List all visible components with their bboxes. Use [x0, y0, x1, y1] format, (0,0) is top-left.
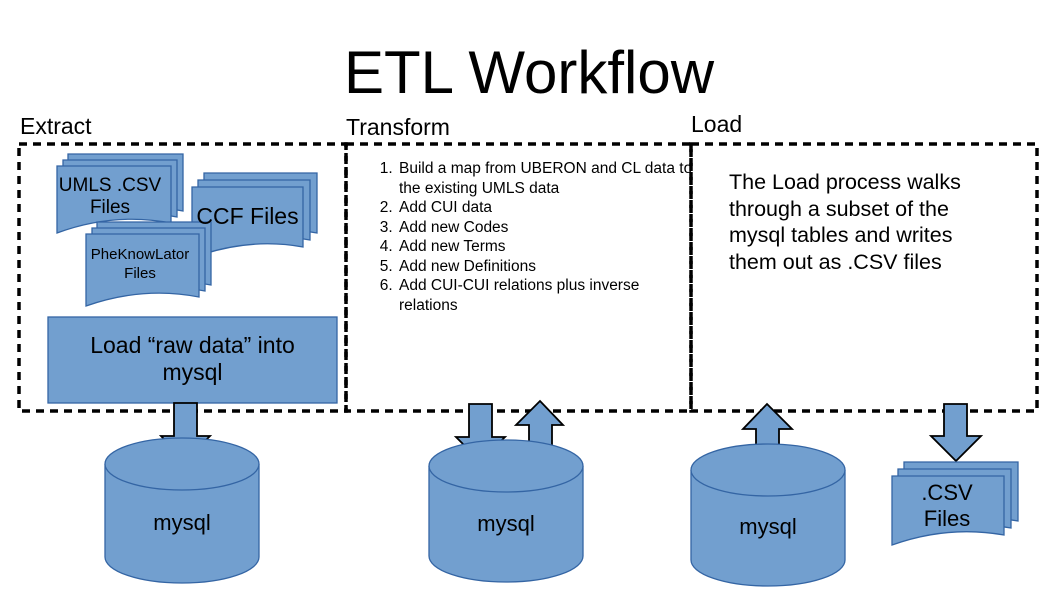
pheknowlator-files-label: PheKnowLator Files	[90, 246, 190, 282]
transform-step: Add new Terms	[397, 237, 697, 257]
diagram-title: ETL Workflow	[343, 39, 715, 106]
pheknowlator-files-stack	[85, 221, 212, 307]
database-cylinder-load	[690, 443, 846, 587]
database-label-load: mysql	[739, 514, 797, 539]
load-description: The Load process walks through a subset …	[729, 170, 961, 274]
transform-step: Build a map from UBERON and CL data to t…	[397, 159, 697, 198]
transform-step: Add CUI data	[397, 198, 697, 218]
load-frame	[689, 142, 1039, 413]
umls-csv-files-label: UMLS .CSV Files	[58, 175, 162, 218]
database-cylinder-extract	[104, 437, 260, 584]
transform-step: Add new Definitions	[397, 257, 697, 277]
load-raw-data-box	[47, 316, 338, 404]
transform-step: Add new Codes	[397, 218, 697, 238]
transform-label: Transform	[346, 114, 450, 140]
csv-output-files-label: .CSV Files	[921, 480, 973, 531]
database-cylinder-transform	[428, 439, 584, 583]
database-label-extract: mysql	[153, 510, 211, 535]
transform-steps-list: Build a map from UBERON and CL data to t…	[372, 159, 697, 315]
load-down-arrow	[928, 403, 984, 463]
csv-output-files-stack	[891, 461, 1019, 546]
extract-label: Extract	[20, 113, 92, 139]
transform-step: Add CUI-CUI relations plus inverse relat…	[397, 276, 697, 315]
database-label-transform: mysql	[477, 511, 535, 536]
load-label: Load	[691, 111, 743, 137]
ccf-files-label: CCF Files	[196, 202, 299, 229]
umls-csv-files-stack	[56, 153, 184, 234]
load-raw-data-label: Load “raw data” into mysql	[90, 332, 295, 385]
